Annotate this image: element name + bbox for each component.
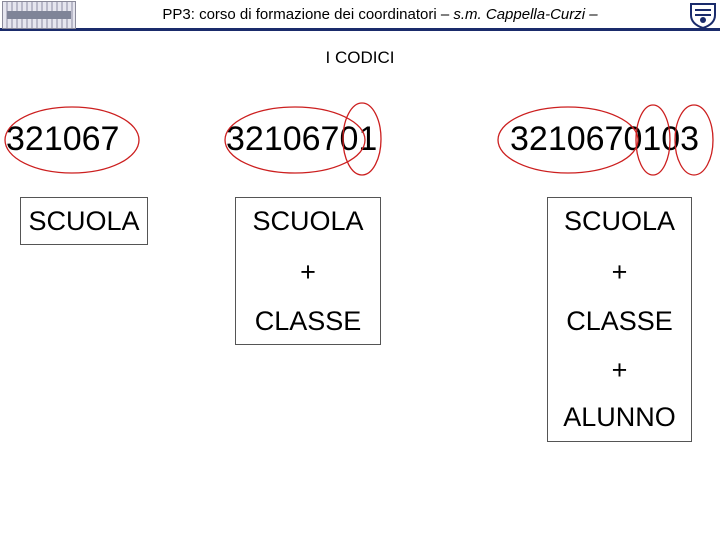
box-school-class: SCUOLA + CLASSE [235,197,381,345]
label-classe: CLASSE [254,306,362,336]
code-school: 321067 [6,120,120,158]
header-title-plain: PP3: corso di formazione dei coordinator… [162,6,454,23]
code-class: 32106701 [226,120,378,158]
label-plus: + [300,257,316,287]
label-scuola: SCUOLA [28,206,140,236]
label-plus: + [611,355,628,385]
section-title: I CODICI [325,48,395,67]
slide-header: PP3: corso di formazione dei coordinator… [0,0,720,31]
code-student: 3210670103 [510,120,700,158]
label-classe: CLASSE [566,306,673,336]
label-scuola: SCUOLA [563,206,676,236]
crest-icon [688,1,718,30]
institution-logo [2,1,76,29]
header-title: PP3: corso di formazione dei coordinator… [80,6,680,23]
label-alunno: ALUNNO [563,402,676,432]
label-scuola: SCUOLA [252,206,364,236]
label-plus: + [611,257,628,287]
header-title-italic: s.m. Cappella-Curzi – [453,6,598,23]
box-school: SCUOLA [20,197,148,245]
box-school-class-student: SCUOLA + CLASSE + ALUNNO [547,197,692,442]
